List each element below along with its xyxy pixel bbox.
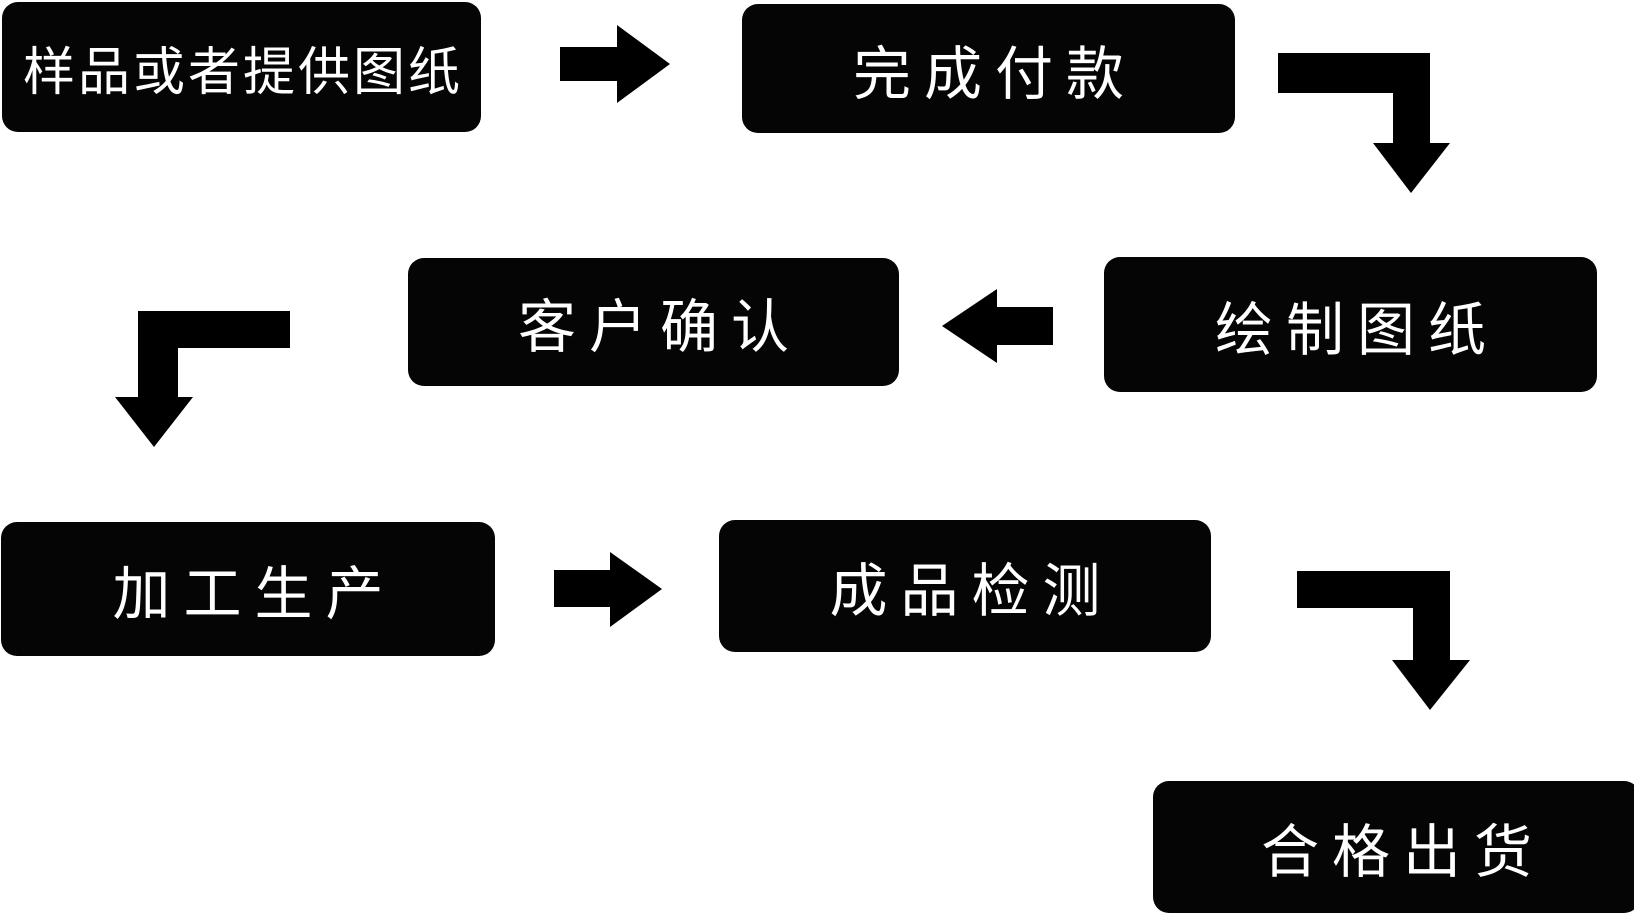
- arrow-elbow-down-payment-to-drawing-icon: [1278, 53, 1450, 193]
- arrow-right-production-to-inspection-icon: [554, 552, 662, 627]
- arrow-right-sample-to-payment-icon: [560, 25, 670, 103]
- arrow-elbow-down-confirm-to-production-icon: [115, 311, 290, 447]
- flow-node-label: 成品检测: [829, 557, 1114, 625]
- flow-node-label: 客户确认: [517, 293, 802, 361]
- flow-node-customer-confirmation: 客户确认: [408, 258, 899, 386]
- flow-node-finished-product-inspection: 成品检测: [719, 520, 1211, 652]
- flow-node-label: 绘制图纸: [1214, 295, 1499, 364]
- arrow-elbow-down-inspection-to-shipment-icon: [1297, 571, 1470, 710]
- flow-node-label: 完成付款: [852, 39, 1137, 108]
- flow-node-sample-or-provide-drawing: 样品或者提供图纸: [2, 2, 481, 132]
- flow-node-label: 样品或者提供图纸: [22, 42, 463, 103]
- flow-node-qualified-shipment: 合格出货: [1153, 781, 1634, 913]
- flow-node-label: 合格出货: [1260, 818, 1545, 886]
- flow-node-processing-production: 加工生产: [1, 522, 495, 656]
- flow-node-label: 加工生产: [112, 560, 397, 628]
- flow-node-draw-drawings: 绘制图纸: [1104, 257, 1597, 392]
- flow-node-complete-payment: 完成付款: [742, 4, 1235, 133]
- arrow-left-drawing-to-confirm-icon: [942, 289, 1053, 363]
